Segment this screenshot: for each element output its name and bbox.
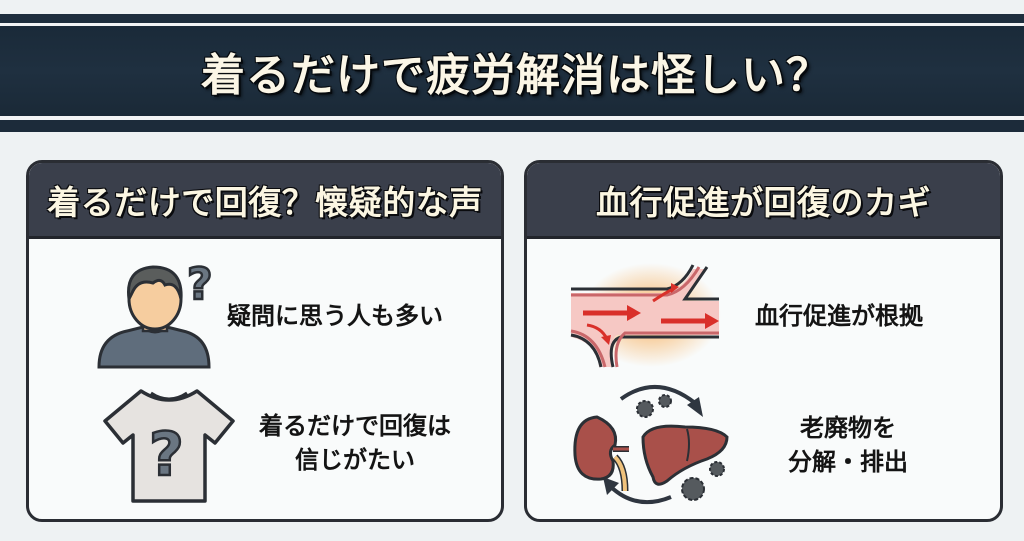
tshirt-question-icon: ? xyxy=(101,385,237,507)
skeptical-voices-card: 着るだけで回復？懐疑的な声 ? 疑問に思う人も多い ? 着るだけで回復は 信じが… xyxy=(26,160,504,522)
item-text: 疑問に思う人も多い xyxy=(227,299,443,333)
svg-text:?: ? xyxy=(187,259,213,310)
confused-person-icon: ? xyxy=(91,258,221,371)
item-text: 老廃物を 分解・排出 xyxy=(753,411,943,479)
blood-vessel-flow-icon xyxy=(567,259,737,371)
banner-bottom-band xyxy=(0,120,1024,132)
item-text-line: 着るだけで回復は xyxy=(259,412,451,440)
svg-text:?: ? xyxy=(149,420,184,490)
item-text-line: 分解・排出 xyxy=(788,448,908,476)
kidney-liver-detox-icon xyxy=(567,377,737,505)
blood-flow-key-card: 血行促進が回復のカギ xyxy=(524,160,1003,522)
item-text: 着るだけで回復は 信じがたい xyxy=(235,409,475,477)
banner-top-band xyxy=(0,14,1024,23)
card-title: 血行促進が回復のカギ xyxy=(596,182,931,222)
item-text-line: 老廃物を xyxy=(800,414,896,442)
page-title: 着るだけで疲労解消は怪しい？ xyxy=(201,50,831,101)
banner-divider-line xyxy=(0,116,1024,120)
item-text-line: 疑問に思う人も多い xyxy=(227,302,443,330)
item-text-line: 血行促進が根拠 xyxy=(755,302,923,330)
title-banner: 着るだけで疲労解消は怪しい？ xyxy=(0,26,1024,116)
banner-divider-line xyxy=(0,23,1024,26)
card-header: 着るだけで回復？懐疑的な声 xyxy=(29,163,501,239)
item-text: 血行促進が根拠 xyxy=(755,299,923,333)
card-header: 血行促進が回復のカギ xyxy=(527,163,1000,239)
card-title: 着るだけで回復？懐疑的な声 xyxy=(47,182,483,222)
item-text-line: 信じがたい xyxy=(295,446,415,474)
